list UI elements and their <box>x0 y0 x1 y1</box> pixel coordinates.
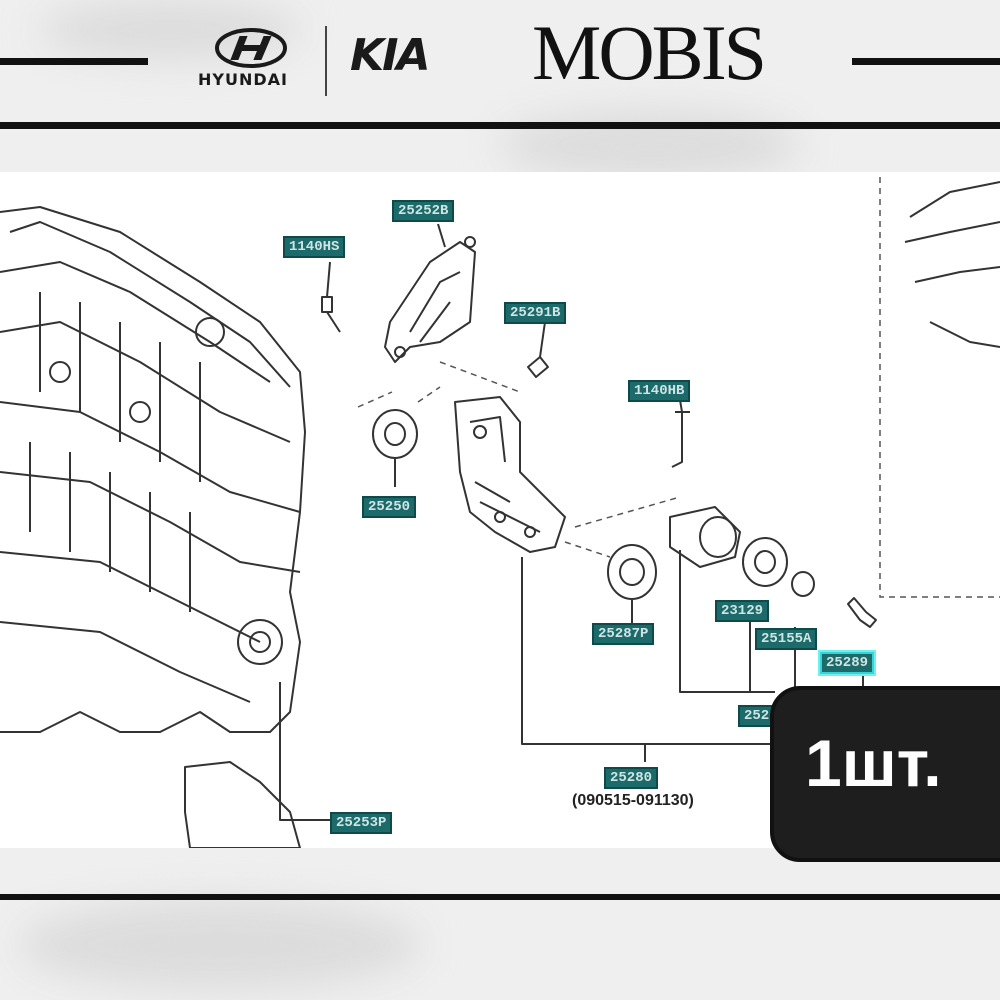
part-label-25287P[interactable]: 25287P <box>592 623 655 645</box>
footer-rule <box>0 894 1000 900</box>
header-rule-right <box>852 58 1000 65</box>
part-label-25252B[interactable]: 25252B <box>392 200 455 222</box>
hyundai-wordmark: HYUNDAI <box>198 70 288 89</box>
hyundai-logo-icon <box>215 28 287 68</box>
part-label-25289[interactable]: 25289 <box>820 652 875 674</box>
header-rule-left <box>0 58 148 65</box>
part-label-23129[interactable]: 23129 <box>715 600 770 622</box>
part-label-25253P[interactable]: 25253P <box>330 812 393 834</box>
mobis-wordmark: MOBIS <box>532 9 767 96</box>
bg-blur-shape <box>20 900 420 990</box>
header-rule-bottom <box>0 122 1000 129</box>
part-label-25155A[interactable]: 25155A <box>755 628 818 650</box>
part-label-25291B[interactable]: 25291B <box>504 302 567 324</box>
kia-wordmark: KIA <box>350 30 431 81</box>
brand-divider <box>325 26 327 96</box>
bg-blur-shape <box>500 110 800 180</box>
part-label-25250[interactable]: 25250 <box>362 496 417 518</box>
diagram-drawing <box>0 177 1000 848</box>
part-label-25280[interactable]: 25280 <box>604 767 659 789</box>
part-label-1140HB[interactable]: 1140HB <box>628 380 691 402</box>
part-label-1140HS[interactable]: 1140HS <box>283 236 346 258</box>
part-date-range: (090515-091130) <box>572 792 694 809</box>
quantity-badge-text: 1шт. <box>805 726 942 800</box>
quantity-badge <box>770 686 1000 862</box>
